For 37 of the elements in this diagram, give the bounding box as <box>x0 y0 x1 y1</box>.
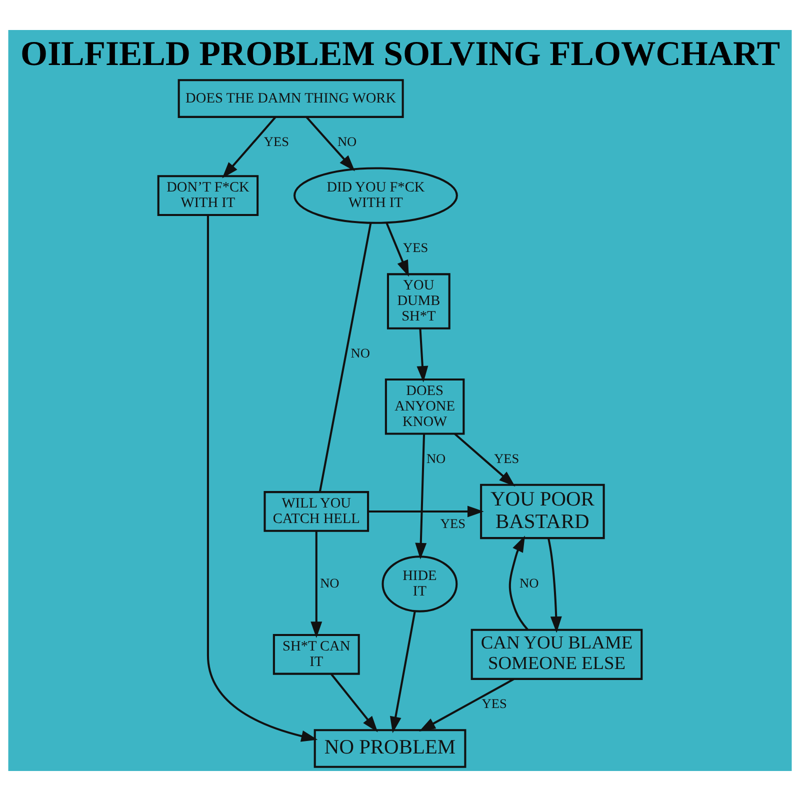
arrow <box>330 672 378 732</box>
node-box: NO PROBLEM <box>314 728 466 768</box>
arrow <box>386 222 409 276</box>
edge-label: NO <box>337 133 357 148</box>
arrow <box>206 214 318 742</box>
edge-label: YES <box>482 695 507 710</box>
edge-label: NO <box>320 574 340 590</box>
arrow <box>415 433 427 559</box>
node-box: SH*T CAN IT <box>272 633 360 674</box>
arrow <box>306 116 355 171</box>
arrow <box>508 535 528 630</box>
node-box: DOES ANYONE KNOW <box>384 378 465 434</box>
arrow <box>548 538 562 632</box>
node-box: WILL YOU CATCH HELL <box>264 490 370 532</box>
node-box: YOU DUMB SH*T <box>386 272 450 329</box>
node-ellipse: DID YOU F*CK WITH IT <box>293 166 458 224</box>
node-ellipse: HIDE IT <box>382 555 458 612</box>
arrow <box>368 505 484 517</box>
node-box: DON’T F*CK WITH IT <box>157 174 259 216</box>
diagram-title: OILFIELD PROBLEM SOLVING FLOWCHART <box>20 33 780 72</box>
arrow <box>419 678 514 731</box>
edge-label: YES <box>264 133 290 148</box>
connector <box>318 222 372 492</box>
edge-label: YES <box>440 515 466 530</box>
node-box: CAN YOU BLAME SOMEONE ELSE <box>470 628 643 680</box>
arrow <box>310 530 322 638</box>
edge-label: NO <box>350 344 370 360</box>
arrow <box>390 610 416 733</box>
node-box: YOU POOR BASTARD <box>480 483 605 539</box>
edge-label: NO <box>426 450 446 466</box>
arrow <box>454 432 516 486</box>
edge-label: YES <box>494 450 520 466</box>
node-box: DOES THE DAMN THING WORK <box>178 78 404 118</box>
arrow <box>416 328 428 382</box>
arrow <box>222 116 276 178</box>
edge-label: NO <box>520 574 539 590</box>
edge-label: YES <box>403 240 428 255</box>
